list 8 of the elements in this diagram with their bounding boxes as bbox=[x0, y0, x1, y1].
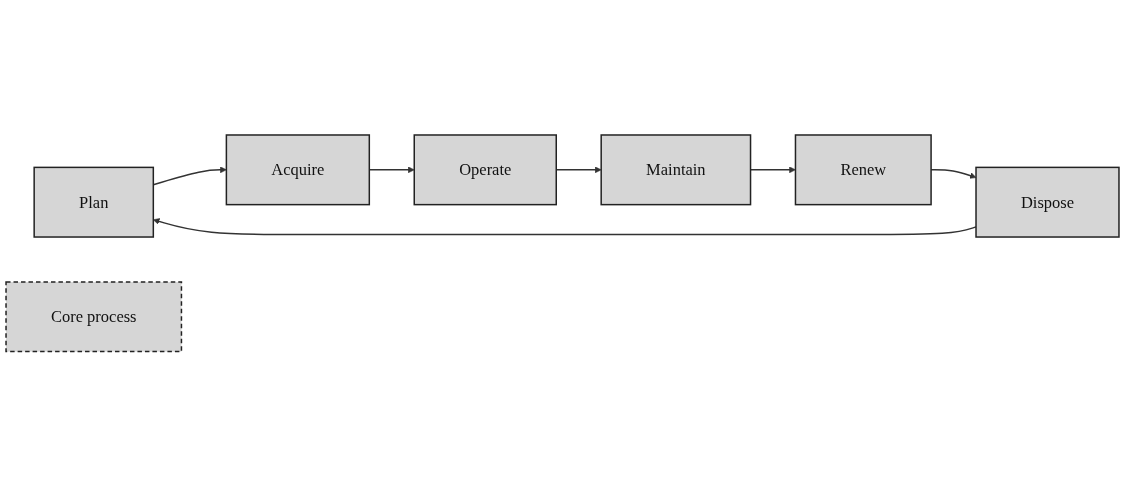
node-box: Operate bbox=[413, 133, 557, 206]
node-box: Plan bbox=[33, 166, 155, 238]
arrow bbox=[153, 217, 977, 236]
node-box: Maintain bbox=[600, 133, 752, 206]
node-box: Renew bbox=[794, 133, 932, 206]
node-box: Dispose bbox=[975, 166, 1120, 238]
node-box: Core process bbox=[5, 280, 183, 353]
node-box: Acquire bbox=[225, 133, 371, 206]
